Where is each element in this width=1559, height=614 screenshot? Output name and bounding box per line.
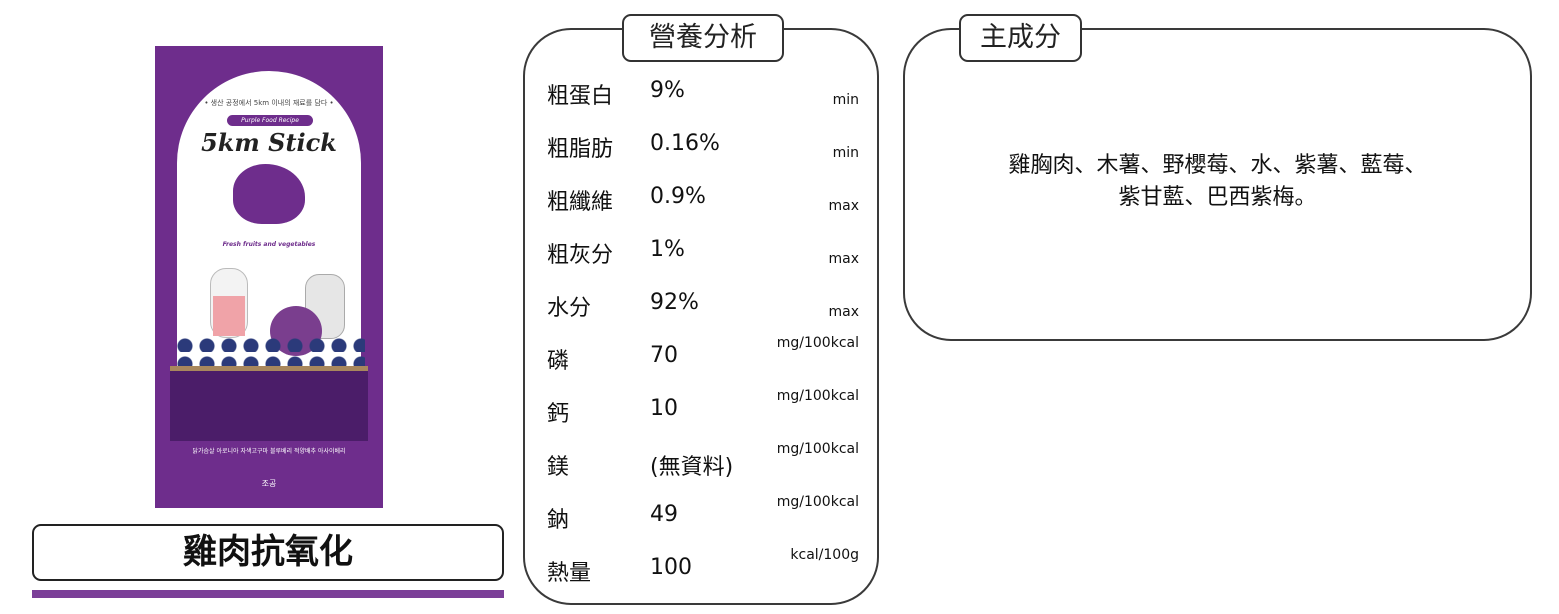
ingredients-panel [903, 28, 1532, 341]
nutrition-row: 粗脂肪 0.16% min [547, 131, 859, 171]
nutrition-row: 熱量 100 kcal/100g [547, 547, 859, 595]
nutrient-label: 磷 [547, 349, 570, 374]
nutrient-value: 0.16% [650, 131, 720, 156]
product-name: 雞肉抗氧化 [32, 524, 504, 581]
nutrition-row: 粗灰分 1% max [547, 237, 859, 277]
nutrition-row: 水分 92% max [547, 290, 859, 330]
nutrient-unit: mg/100kcal [776, 441, 859, 457]
nutrient-label: 粗蛋白 [547, 84, 614, 109]
nutrition-row: 粗纖維 0.9% max [547, 184, 859, 224]
nutrient-unit: max [828, 251, 859, 267]
nutrient-value: 70 [650, 343, 678, 368]
package-logo: 5km Stick [201, 128, 337, 157]
nutrient-unit: kcal/100g [790, 547, 859, 563]
nutrient-label: 熱量 [547, 561, 592, 586]
nutrient-value: 0.9% [650, 184, 706, 209]
nutrient-label: 粗脂肪 [547, 137, 614, 162]
nutrient-unit: max [828, 198, 859, 214]
ingredients-line: 雞胸肉、木薯、野櫻莓、水、紫薯、藍莓、 [1008, 153, 1427, 178]
nutrient-unit: mg/100kcal [776, 388, 859, 404]
nutrition-row: 鈉 49 mg/100kcal [547, 494, 859, 542]
package-badge: Purple Food Recipe [227, 115, 313, 126]
apron-illustration [213, 296, 245, 336]
nutrition-row: 鎂 (無資料) mg/100kcal [547, 441, 859, 489]
nutrient-unit: min [832, 145, 859, 161]
product-image: • 생산 공정에서 5km 이내의 재료를 담다 • Purple Food R… [155, 46, 383, 508]
nutrition-row: 粗蛋白 9% min [547, 78, 859, 118]
nutrient-unit: mg/100kcal [776, 335, 859, 351]
nutrient-value: 1% [650, 237, 685, 262]
nutrient-label: 粗灰分 [547, 243, 614, 268]
nutrient-value: 10 [650, 396, 678, 421]
ingredients-text: 雞胸肉、木薯、野櫻莓、水、紫薯、藍莓、 紫甘藍、巴西紫梅。 [903, 150, 1532, 214]
nutrient-value: 49 [650, 502, 678, 527]
shelf [170, 366, 368, 374]
nutrient-label: 鈉 [547, 508, 570, 533]
nutrient-label: 水分 [547, 296, 592, 321]
chicken-icon [233, 164, 305, 224]
ingredients-title: 主成分 [959, 14, 1082, 62]
berries-illustration [175, 334, 365, 366]
package-bottom-text: 닭가슴살 아로니아 자색고구마 블루베리 적양배추 아사이베리 [192, 448, 346, 455]
nutrient-unit: min [832, 92, 859, 108]
nutrition-row: 磷 70 mg/100kcal [547, 335, 859, 383]
nutrient-label: 鈣 [547, 402, 570, 427]
package-maker: 조공 [261, 479, 277, 488]
accent-bar [32, 590, 504, 598]
nutrient-label: 粗纖維 [547, 190, 614, 215]
nutrient-unit: mg/100kcal [776, 494, 859, 510]
nutrient-value: 100 [650, 555, 692, 580]
package-sub: Fresh fruits and vegetables [222, 241, 316, 248]
nutrition-row: 鈣 10 mg/100kcal [547, 388, 859, 436]
nutrient-value: (無資料) [650, 455, 734, 480]
nutrition-title: 營養分析 [622, 14, 784, 62]
nutrient-label: 鎂 [547, 455, 570, 480]
nutrient-value: 9% [650, 78, 685, 103]
nutrient-value: 92% [650, 290, 699, 315]
nutrient-unit: max [828, 304, 859, 320]
stick-packs [170, 371, 368, 441]
ingredients-line: 紫甘藍、巴西紫梅。 [1118, 185, 1317, 210]
package-tagline: • 생산 공정에서 5km 이내의 재료를 담다 • [204, 99, 334, 107]
